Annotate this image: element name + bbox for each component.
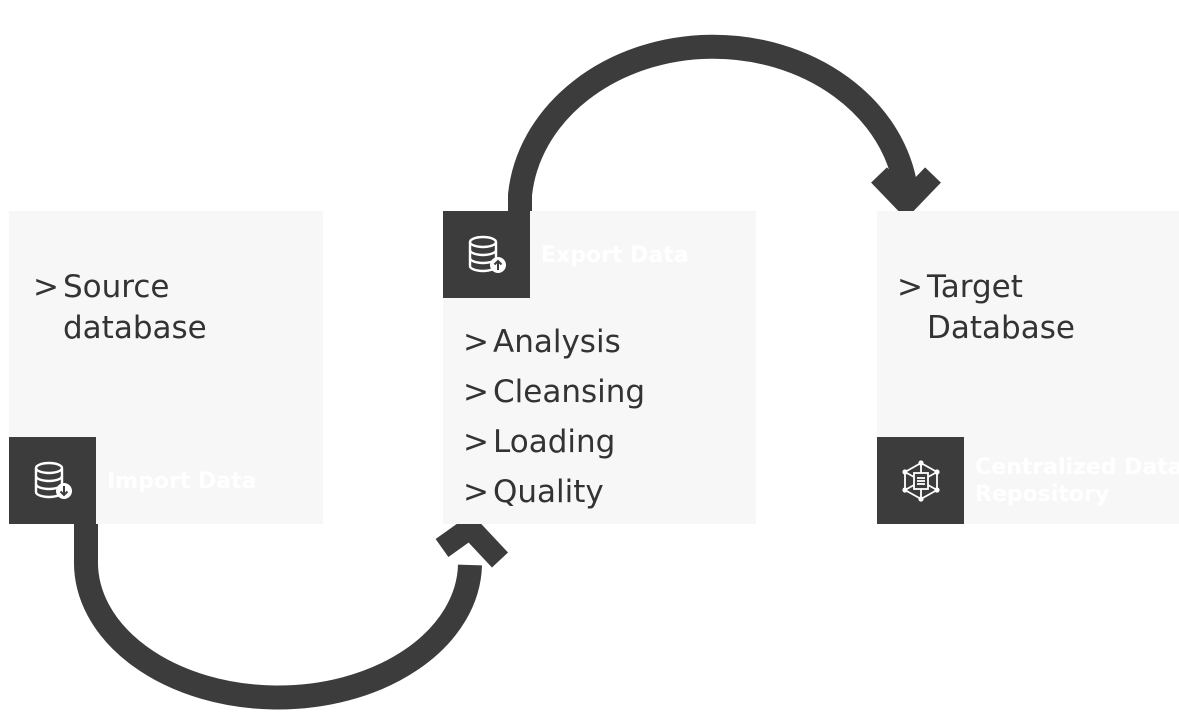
list-item: Analysis	[463, 317, 645, 367]
export-data-panel: Export Data Analysis Cleansing Loading Q…	[443, 211, 756, 524]
import-to-export-arrowhead	[435, 513, 509, 568]
source-database-label: Source database	[33, 267, 207, 349]
import-icon-box	[9, 437, 96, 524]
list-item: Quality	[463, 467, 645, 517]
target-label-line: Target Database	[897, 267, 1075, 349]
list-item: Cleansing	[463, 367, 645, 417]
network-hub-icon	[901, 459, 940, 502]
repository-icon-box	[877, 437, 964, 524]
source-database-panel: Source database Import Data	[9, 211, 323, 524]
centralized-data-repository-caption: Centralized Data Repository	[975, 455, 1179, 507]
source-label-line: Source database	[33, 267, 207, 349]
export-steps-list: Analysis Cleansing Loading Quality	[463, 317, 645, 517]
target-database-label: Target Database	[897, 267, 1075, 349]
database-upload-icon	[468, 235, 506, 273]
export-to-target-arrow	[508, 34, 918, 211]
export-to-target-arrowhead	[871, 167, 941, 219]
export-data-caption: Export Data	[541, 243, 689, 268]
list-item: Loading	[463, 417, 645, 467]
import-data-caption: Import Data	[107, 469, 257, 494]
export-icon-box	[443, 211, 530, 298]
import-to-export-arrow	[73, 524, 482, 710]
target-database-panel: Target Database	[877, 211, 1179, 524]
database-download-icon	[34, 461, 72, 499]
